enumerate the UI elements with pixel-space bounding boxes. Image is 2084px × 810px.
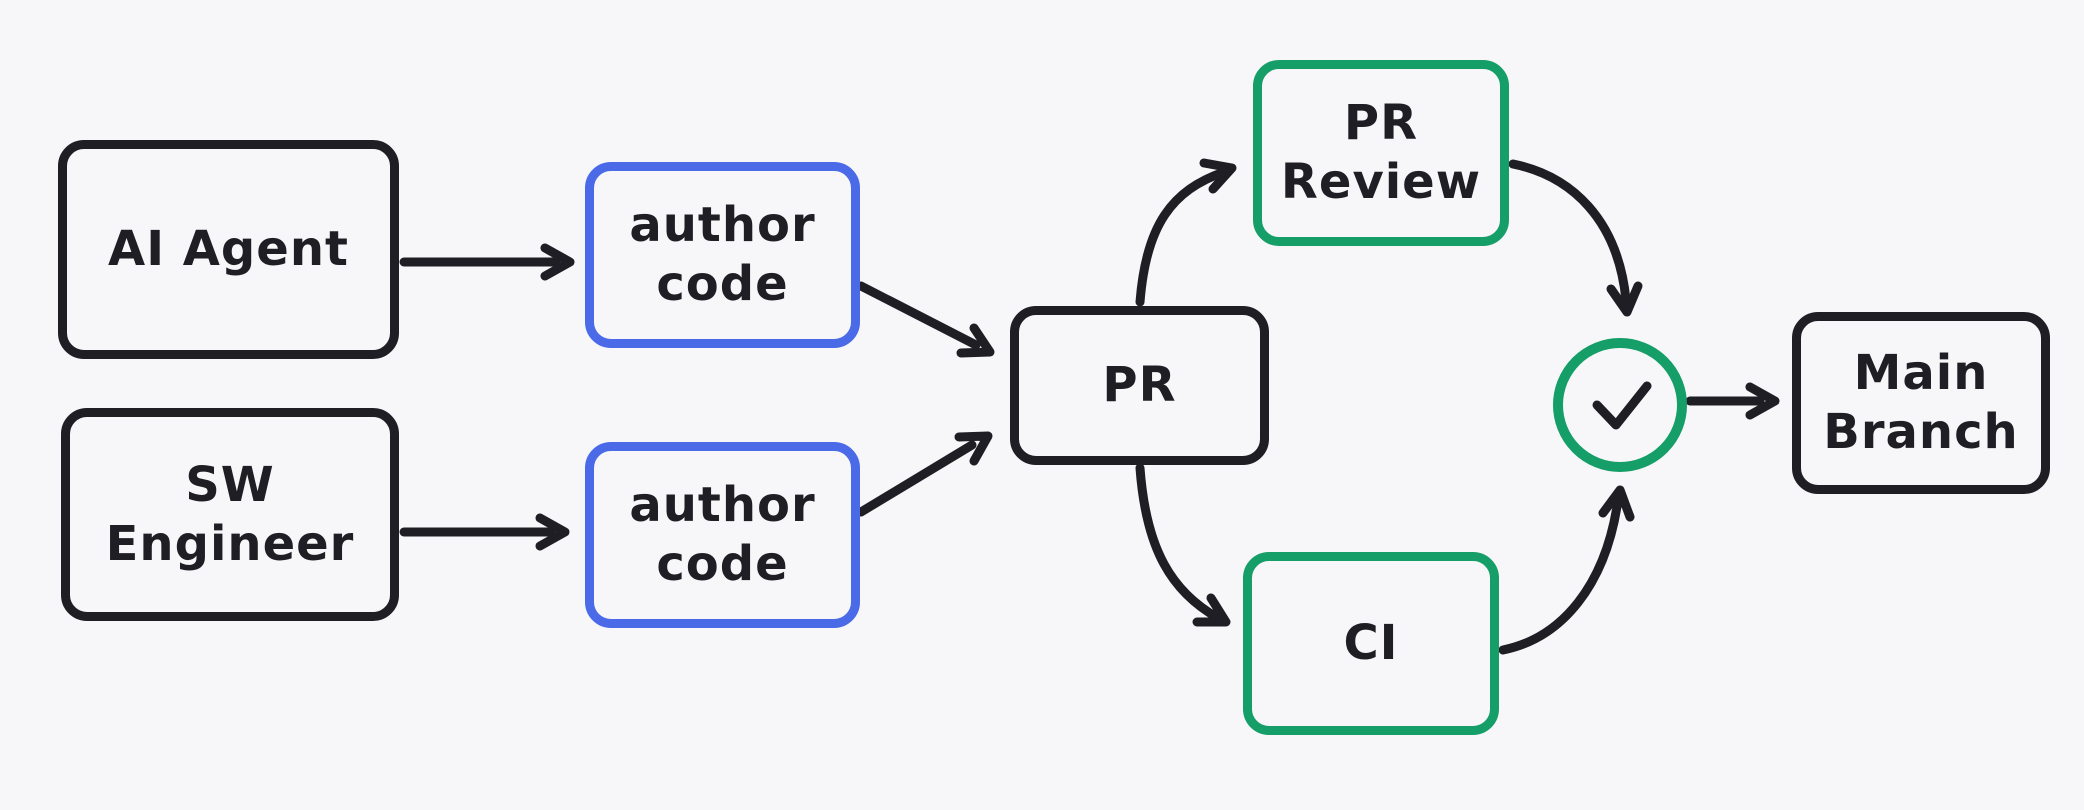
arrow-ci-to-check (1498, 485, 1635, 655)
node-label: PR (1102, 357, 1177, 414)
node-approved-check (1553, 338, 1687, 472)
arrow-author-code-top-to-pr (856, 281, 995, 358)
arrow-sw-engineer-to-author-code-bottom (399, 513, 570, 551)
node-sw-engineer: SW Engineer (61, 408, 399, 621)
node-label: Review (1280, 154, 1482, 210)
node-label: author (629, 477, 816, 534)
node-label: code (656, 536, 789, 592)
arrow-author-code-bottom-to-pr (856, 431, 993, 517)
arrow-check-to-main-branch (1685, 382, 1780, 420)
node-label: SW (185, 456, 275, 513)
check-icon (1592, 381, 1652, 430)
node-label: Engineer (105, 515, 355, 572)
node-main-branch: Main Branch (1792, 312, 2050, 494)
node-label: PR (1343, 95, 1419, 152)
node-label: Main (1853, 345, 1989, 402)
arrow-ai-agent-to-author-code-top (399, 243, 575, 281)
node-label: code (656, 256, 789, 312)
node-ci: CI (1243, 552, 1499, 735)
node-ai-agent: AI Agent (58, 140, 399, 359)
node-pr-review: PR Review (1253, 60, 1509, 246)
node-pr: PR (1010, 306, 1269, 465)
node-author-code-bottom: author code (585, 442, 860, 628)
arrow-pr-review-to-check (1508, 159, 1643, 317)
node-label: Branch (1823, 404, 2019, 460)
node-label: AI Agent (108, 221, 349, 278)
node-label: author (629, 197, 816, 254)
arrow-pr-to-ci (1135, 463, 1231, 627)
node-author-code-top: author code (585, 162, 860, 348)
arrow-pr-to-pr-review (1135, 158, 1237, 307)
node-label: CI (1343, 615, 1399, 672)
